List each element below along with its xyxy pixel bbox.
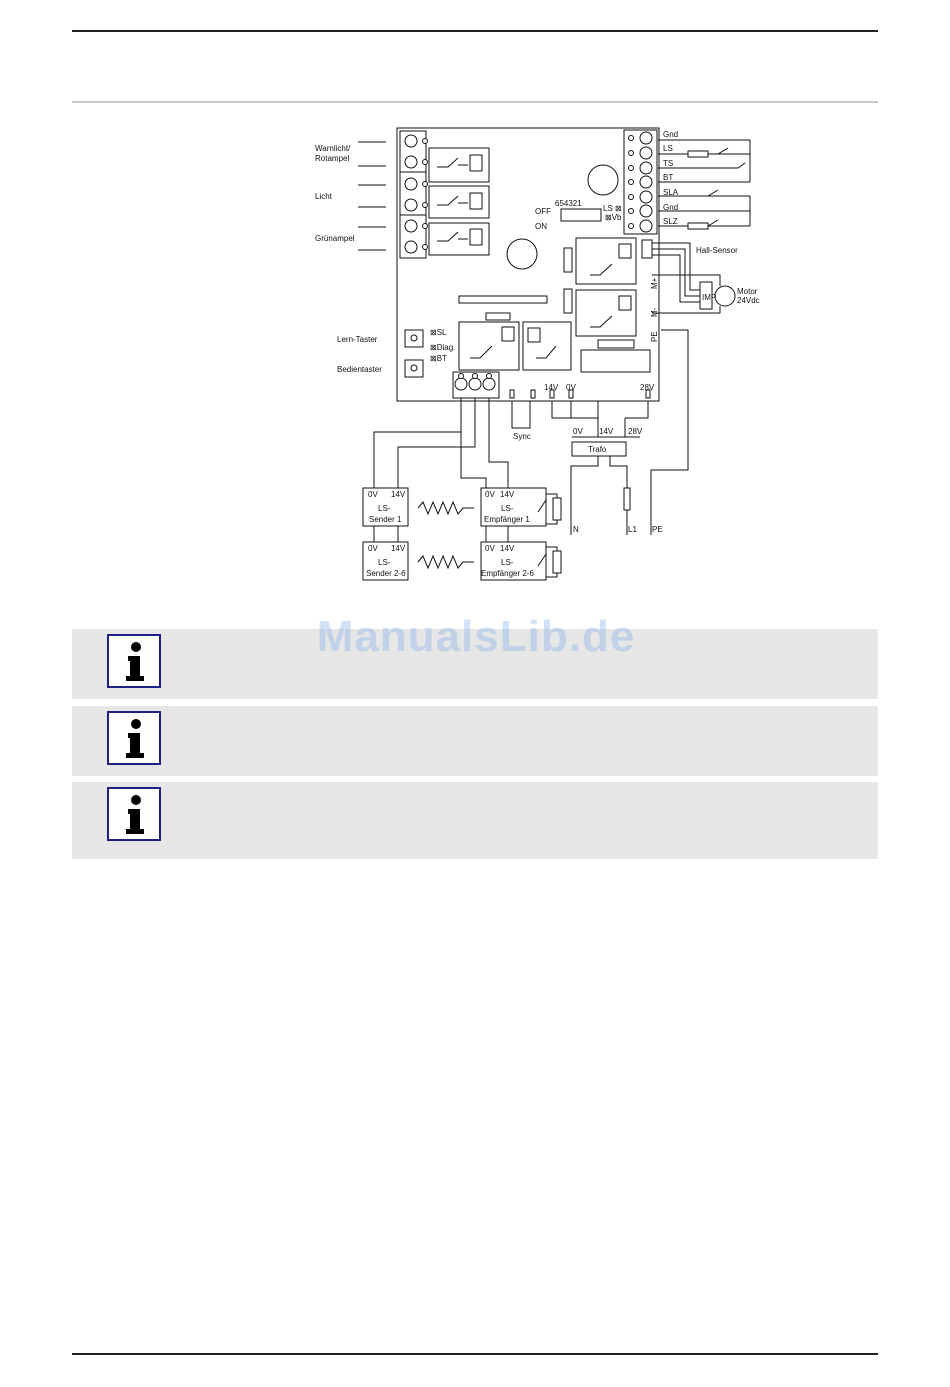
label-sender2-0v: 0V [368, 544, 378, 553]
label-off: OFF [535, 207, 551, 216]
label-gnd-2: Gnd [663, 203, 678, 212]
label-sender2-line1: LS- [378, 558, 391, 567]
wiring-diagram: Warnlicht/ Rotampel Licht Grünampel Lern… [315, 127, 760, 581]
label-on: ON [535, 222, 547, 231]
label-dip-numbers: 654321 [555, 199, 582, 208]
info-icon [107, 711, 161, 765]
label-trafo-0v: 0V [573, 427, 583, 436]
label-14v-board: 14V [544, 383, 559, 392]
label-ls: LS [663, 144, 673, 153]
header-sub-rule [72, 101, 878, 103]
label-pe: PE [652, 525, 663, 534]
label-28v-board: 28V [640, 383, 655, 392]
label-bt-check: ⊠BT [430, 354, 447, 363]
info-box-2 [72, 706, 878, 776]
label-m-minus: M- [650, 307, 659, 317]
label-sender2-14v: 14V [391, 544, 406, 553]
label-recv1-14v: 14V [500, 490, 515, 499]
label-0v-board: 0V [566, 383, 576, 392]
label-recv1-line1: LS- [501, 504, 514, 513]
label-lern-taster: Lern-Taster [337, 335, 378, 344]
label-gruenampel: Grünampel [315, 234, 355, 243]
label-bedientaster: Bedientaster [337, 365, 382, 374]
label-recv2-14v: 14V [500, 544, 515, 553]
label-motor: Motor [737, 287, 758, 296]
info-icon [107, 634, 161, 688]
label-pe-board: PE [650, 331, 659, 342]
label-sender1-line2: Sender 1 [369, 515, 402, 524]
label-sender1-line1: LS- [378, 504, 391, 513]
label-vb-check: ⊠Vb [605, 213, 622, 222]
label-trafo: Trafo [588, 445, 607, 454]
label-rotampel: Rotampel [315, 154, 349, 163]
label-sender1-0v: 0V [368, 490, 378, 499]
control-board [396, 127, 660, 402]
label-diag-check: ⊠Diag. [430, 343, 455, 352]
info-box-3 [72, 782, 878, 859]
label-recv2-line1: LS- [501, 558, 514, 567]
label-gnd-1: Gnd [663, 130, 678, 139]
label-motor-voltage: 24Vdc [737, 296, 760, 305]
info-box-1 [72, 629, 878, 699]
label-imp: IMP [702, 293, 716, 302]
label-licht: Licht [315, 192, 333, 201]
header-rule [72, 30, 878, 32]
label-slz: SLZ [663, 217, 678, 226]
label-sla: SLA [663, 188, 679, 197]
label-recv1-0v: 0V [485, 490, 495, 499]
label-recv2-0v: 0V [485, 544, 495, 553]
label-recv1-line2: Empfänger 1 [484, 515, 530, 524]
label-sl-check: ⊠SL [430, 328, 447, 337]
label-ls-check: LS ⊠ [603, 204, 622, 213]
label-ts: TS [663, 159, 673, 168]
label-trafo-14v: 14V [599, 427, 614, 436]
label-sender1-14v: 14V [391, 490, 406, 499]
label-sender2-line2: Sender 2-6 [366, 569, 406, 578]
label-m-plus: M+ [650, 277, 659, 289]
label-warnlicht: Warnlicht/ [315, 144, 351, 153]
label-trafo-28v: 28V [628, 427, 643, 436]
label-hall-sensor: Hall-Sensor [696, 246, 738, 255]
footer-rule [72, 1353, 878, 1355]
label-n: N [573, 525, 579, 534]
label-recv2-line2: Empfänger 2-6 [481, 569, 534, 578]
label-bt: BT [663, 173, 673, 182]
label-l1: L1 [628, 525, 637, 534]
info-icon [107, 787, 161, 841]
label-sync: Sync [513, 432, 531, 441]
